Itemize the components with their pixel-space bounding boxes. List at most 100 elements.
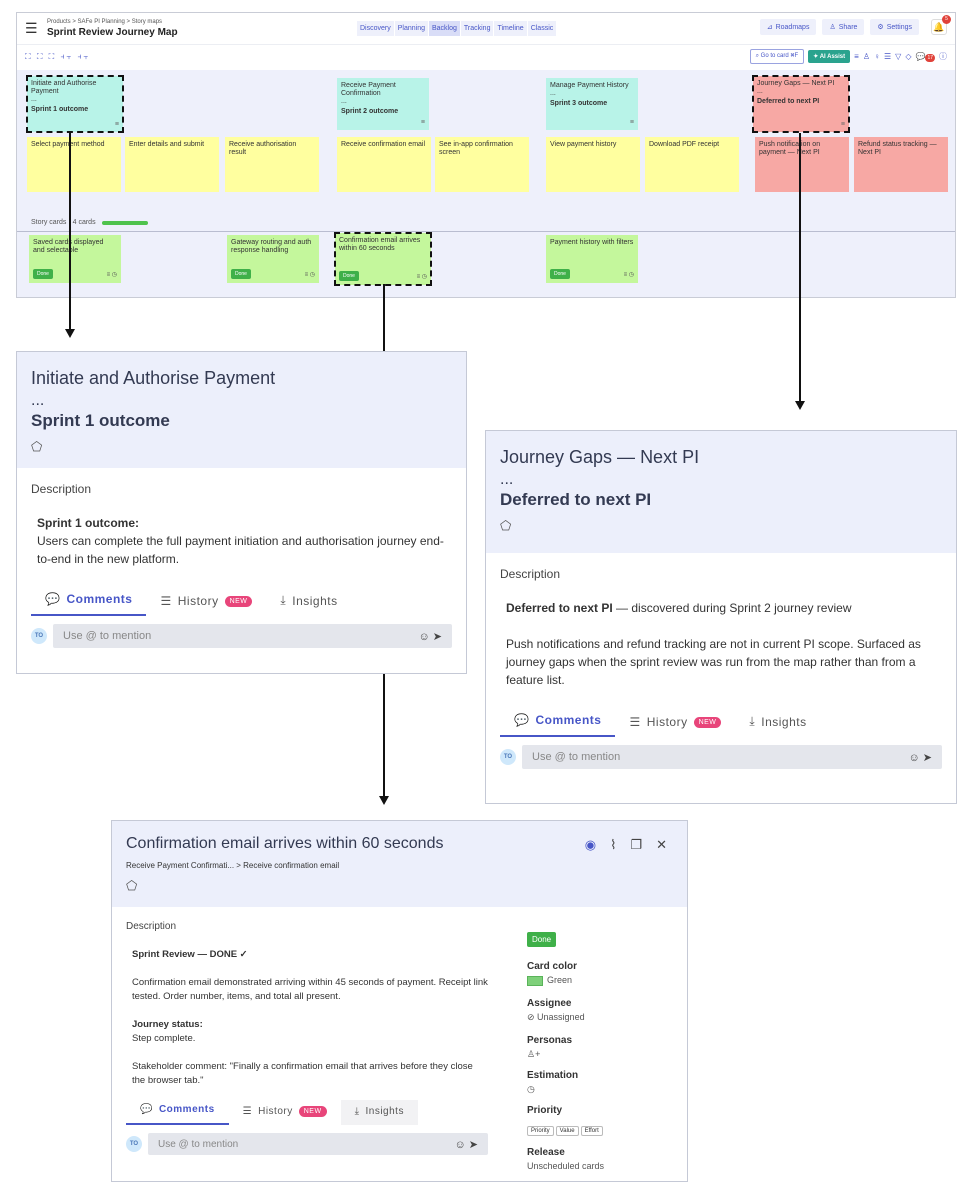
tab-comments[interactable]: 💬Comments xyxy=(126,1098,229,1125)
send-icon[interactable]: ➤ xyxy=(468,1138,478,1151)
panel-title[interactable]: Confirmation email arrives within 60 sec… xyxy=(126,835,444,852)
step-card[interactable]: Receive confirmation email xyxy=(337,137,431,192)
estimation-field[interactable]: Estimation ◷ xyxy=(527,1070,677,1095)
panel-dots: ... xyxy=(31,392,45,409)
story-card[interactable]: Confirmation email arrives within 60 sec… xyxy=(334,232,432,286)
tab-timeline[interactable]: Timeline xyxy=(494,21,527,36)
step-card[interactable]: Download PDF receipt xyxy=(645,137,739,192)
info-icon[interactable]: ⓘ xyxy=(939,52,947,61)
tab-planning[interactable]: Planning xyxy=(394,21,428,36)
comment-input[interactable]: Use @ to mention☺ ➤ xyxy=(522,745,942,769)
activity-card[interactable]: Journey Gaps — Next PI ... Deferred to n… xyxy=(752,75,850,133)
story-card[interactable]: Gateway routing and auth response handli… xyxy=(227,235,319,283)
step-card[interactable]: View payment history xyxy=(546,137,640,192)
card-color-field[interactable]: Card color Green xyxy=(527,961,677,986)
step-card[interactable]: See in-app confirmation screen xyxy=(435,137,529,192)
comment-input[interactable]: Use @ to mention☺ ➤ xyxy=(148,1133,488,1155)
menu-lines-icon[interactable]: ≡ xyxy=(840,121,845,128)
tab-classic[interactable]: Classic xyxy=(527,21,557,36)
status-badge[interactable]: Done xyxy=(527,932,557,947)
step-card[interactable]: Receive authorisation result xyxy=(225,137,319,192)
description-text[interactable]: Sprint Review — DONE ✓ Confirmation emai… xyxy=(126,948,488,1088)
tab-insights[interactable]: ⤓Insights xyxy=(266,587,351,616)
filter-icon[interactable]: ▽ xyxy=(895,52,902,61)
search-icon: ⌕ xyxy=(755,53,761,59)
description-text[interactable]: Deferred to next PI — discovered during … xyxy=(500,599,942,689)
tab-tracking[interactable]: Tracking xyxy=(460,21,494,36)
settings-label: Settings xyxy=(886,23,912,31)
bulb-icon[interactable]: ♀ xyxy=(873,52,880,61)
description-body: Push notifications and refund tracking a… xyxy=(506,637,921,687)
go-to-card-button[interactable]: ⌕ Go to card ⌘F xyxy=(749,49,805,64)
tab-comments[interactable]: 💬Comments xyxy=(31,586,147,616)
activity-card[interactable]: Receive Payment Confirmation ... Sprint … xyxy=(337,78,429,130)
tag-icon[interactable]: ⬠ xyxy=(500,518,512,533)
add-persona-icon[interactable]: ♙+ xyxy=(527,1048,541,1059)
release-field[interactable]: Release Unscheduled cards xyxy=(527,1147,677,1171)
breadcrumb[interactable]: Receive Payment Confirmati... > Receive … xyxy=(126,861,340,870)
emoji-icon[interactable]: ☺ xyxy=(454,1138,466,1151)
panel-title[interactable]: Journey Gaps — Next PI xyxy=(500,447,700,467)
effort-chip[interactable]: Effort xyxy=(580,1125,603,1136)
step-card[interactable]: Refund status tracking — Next PI xyxy=(854,137,948,192)
tab-comments[interactable]: 💬Comments xyxy=(500,707,616,737)
eye-icon[interactable]: ◉ xyxy=(584,837,597,852)
comment-icon: 💬 xyxy=(45,592,61,606)
go-to-card-label: Go to card ⌘F xyxy=(760,53,799,59)
value-chip[interactable]: Value xyxy=(555,1125,579,1136)
tab-discovery[interactable]: Discovery xyxy=(357,21,394,36)
description-text[interactable]: Sprint 1 outcome: Users can complete the… xyxy=(31,514,452,568)
paperclip-icon[interactable]: ⌇ xyxy=(610,837,617,852)
assignee-field[interactable]: Assignee ⊘ Unassigned xyxy=(527,998,677,1023)
personas-field[interactable]: Personas ♙+ xyxy=(527,1035,677,1060)
close-icon[interactable]: ✕ xyxy=(656,837,667,852)
sliders-icon[interactable]: ☰ xyxy=(883,52,892,61)
chat-icon[interactable]: 💬17 xyxy=(915,52,935,62)
story-card[interactable]: Saved cards displayed and selectable Don… xyxy=(29,235,121,283)
step-card[interactable]: Enter details and submit xyxy=(125,137,219,192)
menu-icon[interactable]: ☰ xyxy=(25,20,38,36)
menu-lines-icon[interactable]: ≡ xyxy=(420,119,425,126)
ai-assist-button[interactable]: ✦ AI Assist xyxy=(808,50,851,63)
settings-button[interactable]: ⚙Settings xyxy=(870,19,919,35)
download-icon: ⤓ xyxy=(354,1106,360,1117)
list-icon: ☰ xyxy=(160,594,172,608)
roadmaps-button[interactable]: ⊿Roadmaps xyxy=(759,19,817,35)
tab-insights[interactable]: ⤓Insights xyxy=(340,1100,418,1125)
priority-chip[interactable]: Priority xyxy=(527,1125,554,1136)
breadcrumb[interactable]: Products > SAFe PI Planning > Story maps xyxy=(47,19,163,25)
send-icon[interactable]: ➤ xyxy=(922,751,932,764)
activity-card[interactable]: Initiate and Authorise Payment ... Sprin… xyxy=(26,75,124,133)
emoji-icon[interactable]: ☺ xyxy=(908,751,920,764)
menu-lines-icon[interactable]: ≡ xyxy=(114,121,119,128)
activity-card[interactable]: Manage Payment History ... Sprint 3 outc… xyxy=(546,78,638,130)
menu-lines-icon[interactable]: ≡ xyxy=(629,119,634,126)
bell-icon[interactable]: 🔔5 xyxy=(931,15,951,35)
step-card[interactable]: Push notification on payment — Next PI xyxy=(755,137,849,192)
emoji-icon[interactable]: ☺ xyxy=(418,630,430,643)
tab-insights[interactable]: ⤓Insights xyxy=(735,708,820,737)
step-card[interactable]: Select payment method xyxy=(27,137,121,192)
tag-icon[interactable]: ◇ xyxy=(905,52,912,61)
story-card[interactable]: Payment history with filters Done ≡ ◷ xyxy=(546,235,638,283)
layout-icon[interactable]: ≡ xyxy=(854,52,859,61)
tag-icon[interactable]: ⬠ xyxy=(126,878,138,893)
share-button[interactable]: ♙Share xyxy=(822,19,865,35)
tab-history-label: History xyxy=(646,715,688,729)
comment-input[interactable]: Use @ to mention☺ ➤ xyxy=(53,624,452,648)
panel-title[interactable]: Initiate and Authorise Payment xyxy=(31,368,276,388)
tag-icon[interactable]: ⬠ xyxy=(31,439,43,454)
zoom-controls-icon[interactable]: ⛶ ⛶ ⛶ ⫞⫟ ⫞⫟ xyxy=(25,52,91,61)
new-badge: NEW xyxy=(693,716,722,728)
copy-icon[interactable]: ❐ xyxy=(630,837,643,852)
story-band xyxy=(17,212,955,297)
send-icon[interactable]: ➤ xyxy=(432,630,442,643)
person-icon[interactable]: ♙ xyxy=(862,52,870,61)
tab-backlog[interactable]: Backlog xyxy=(428,21,460,36)
estimation-icon[interactable]: ◷ xyxy=(527,1083,535,1094)
notification-count: 5 xyxy=(942,15,951,24)
